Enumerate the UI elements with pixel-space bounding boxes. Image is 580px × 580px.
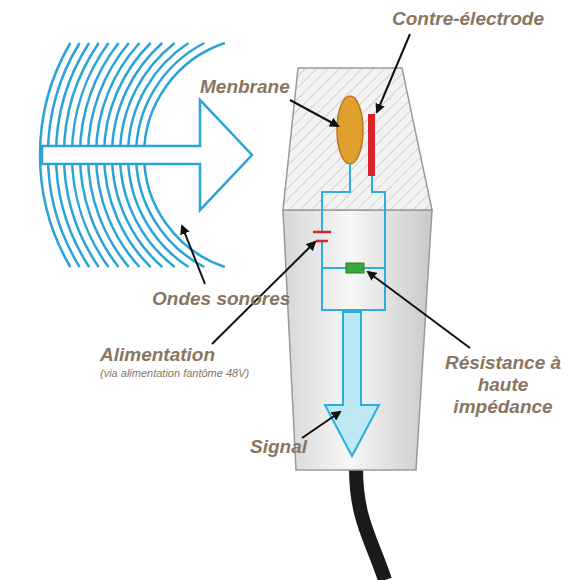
membrane [337, 96, 363, 164]
part-label: Résistance à haute impédance [432, 352, 574, 418]
battery-symbol [313, 232, 331, 241]
part-label: Alimentation [100, 344, 215, 366]
counter-electrode [368, 114, 375, 176]
microphone-head [283, 68, 432, 210]
part-note: (via alimentation fantôme 48V) [100, 367, 249, 380]
wave-direction-arrow [42, 100, 252, 210]
resistor-symbol [346, 263, 364, 273]
part-label: Menbrane [200, 76, 290, 98]
part-label: Contre-électrode [392, 8, 544, 30]
circuit-wires [322, 164, 385, 310]
part-label: Signal [250, 436, 307, 458]
signal-arrow [325, 312, 379, 456]
microphone-body [283, 210, 432, 470]
part-label: Ondes sonores [152, 288, 290, 310]
cable [356, 468, 385, 580]
